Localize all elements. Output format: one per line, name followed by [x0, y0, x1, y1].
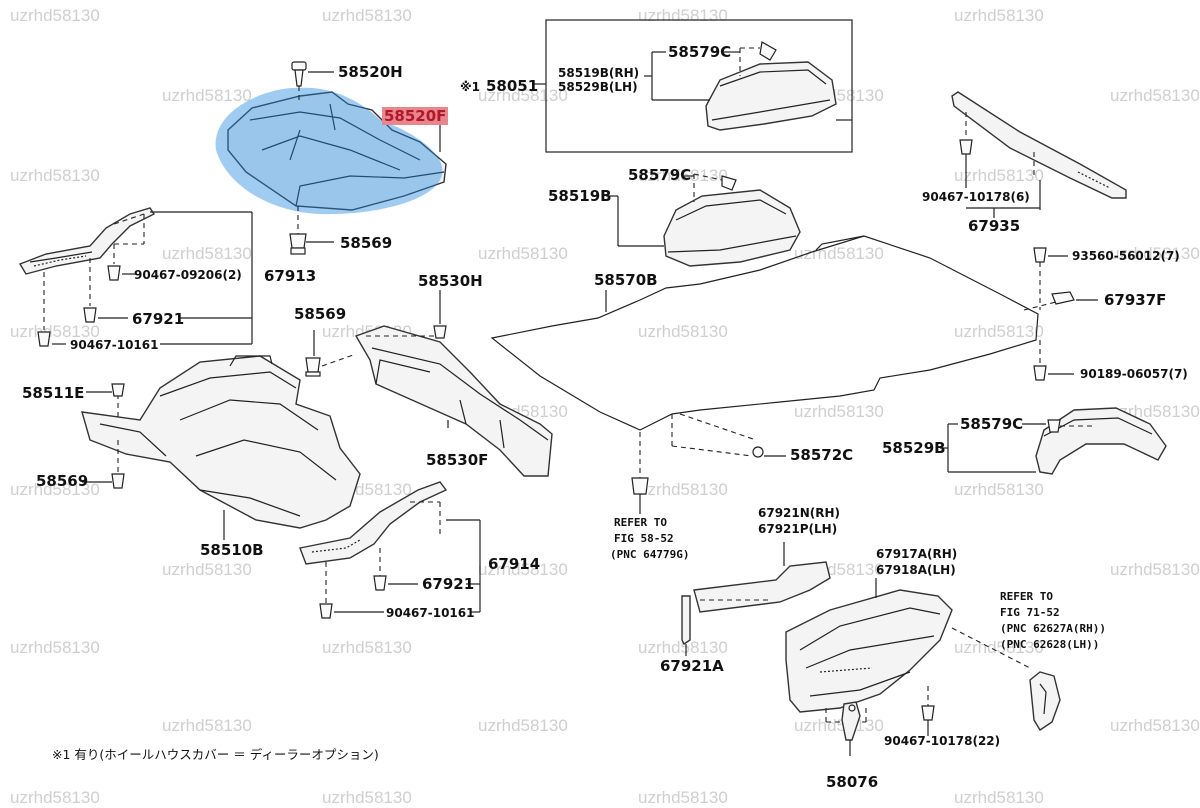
part-bracket-right — [1029, 671, 1061, 731]
clip-58569-mid — [305, 330, 357, 377]
label-67918A-LH: 67918A(LH) — [876, 563, 956, 577]
refer-58-52-line3: (PNC 64779G) — [610, 548, 690, 561]
label-58076: 58076 — [826, 773, 879, 791]
refer-71-52-line1: REFER TO — [1000, 590, 1053, 603]
label-58569-mid: 58569 — [294, 305, 347, 323]
part-58529B-drawing — [940, 407, 1167, 475]
label-67937F: 67937F — [1104, 291, 1167, 309]
label-90467-10178-6: 90467-10178(6) — [922, 190, 1030, 204]
label-note-mark: ※1 — [460, 80, 481, 94]
label-58572C: 58572C — [790, 446, 854, 464]
label-90467-09206: 90467-09206(2) — [134, 268, 242, 282]
clips-right — [1033, 247, 1098, 381]
label-58569-upper: 58569 — [340, 234, 393, 252]
label-58520F: 58520F — [382, 107, 449, 125]
part-67913-drawing — [18, 207, 253, 347]
label-58579C-right: 58579C — [960, 415, 1024, 433]
part-67921N-drawing — [693, 542, 831, 613]
label-58569-lower: 58569 — [36, 472, 89, 490]
label-58520H: 58520H — [338, 63, 403, 81]
label-58519B: 58519B — [548, 187, 612, 205]
label-67921P-LH: 67921P(LH) — [758, 522, 838, 536]
label-93560-56012: 93560-56012(7) — [1072, 249, 1180, 263]
refer-58-52-line2: FIG 58-52 — [614, 532, 674, 545]
label-58529B: 58529B — [882, 439, 946, 457]
label-58511E: 58511E — [22, 384, 85, 402]
label-67914: 67914 — [488, 555, 541, 573]
refer-58-52-line1: REFER TO — [614, 516, 667, 529]
part-58076-drawing — [841, 701, 861, 756]
label-90467-10178-22: 90467-10178(22) — [884, 734, 1001, 748]
label-58051: 58051 — [486, 77, 539, 95]
part-58530F-drawing — [354, 290, 553, 477]
label-67921-right: 67921 — [422, 575, 475, 593]
part-58510B-drawing — [81, 355, 361, 540]
label-58579C-mid: 58579C — [628, 166, 692, 184]
label-90467-10161-left: 90467-10161 — [70, 338, 159, 352]
label-67921-left: 67921 — [132, 310, 185, 328]
clip-58520H — [291, 61, 334, 100]
part-67914-drawing — [299, 481, 481, 619]
label-90467-10161-right: 90467-10161 — [386, 606, 475, 620]
refer-71-52-line4: (PNC 62628(LH)) — [1000, 638, 1100, 651]
label-58510B: 58510B — [200, 541, 264, 559]
label-67921A: 67921A — [660, 657, 724, 675]
part-58570B-drawing — [490, 235, 1065, 514]
refer-71-52-line2: FIG 71-52 — [1000, 606, 1060, 619]
label-58530F: 58530F — [426, 451, 489, 469]
footnote: ※1 有り(ホイールハウスカバー ＝ ディーラーオプション) — [52, 747, 379, 762]
label-58519B-RH: 58519B(RH) — [558, 66, 640, 80]
part-67917A-drawing — [785, 578, 1031, 736]
label-67935: 67935 — [968, 217, 1021, 235]
refer-71-52-line3: (PNC 62627A(RH)) — [1000, 622, 1106, 635]
label-58529B-LH: 58529B(LH) — [558, 80, 638, 94]
part-58519B-drawing — [606, 173, 801, 267]
label-67917A-RH: 67917A(RH) — [876, 547, 958, 561]
label-58579C-top: 58579C — [668, 43, 732, 61]
highlight-overlay — [215, 87, 443, 215]
label-58520F-highlight: 58520F — [382, 107, 449, 125]
part-58051-box — [534, 19, 853, 153]
part-58520F-drawing — [215, 87, 447, 215]
label-58530H: 58530H — [418, 272, 483, 290]
label-58570B: 58570B — [594, 271, 658, 289]
label-67913: 67913 — [264, 267, 317, 285]
part-67921A-drawing — [681, 595, 691, 656]
label-67921N-RH: 67921N(RH) — [758, 506, 841, 520]
label-90189-06057: 90189-06057(7) — [1080, 367, 1188, 381]
part-67935-drawing — [951, 91, 1127, 218]
clip-58569-upper — [289, 206, 334, 255]
